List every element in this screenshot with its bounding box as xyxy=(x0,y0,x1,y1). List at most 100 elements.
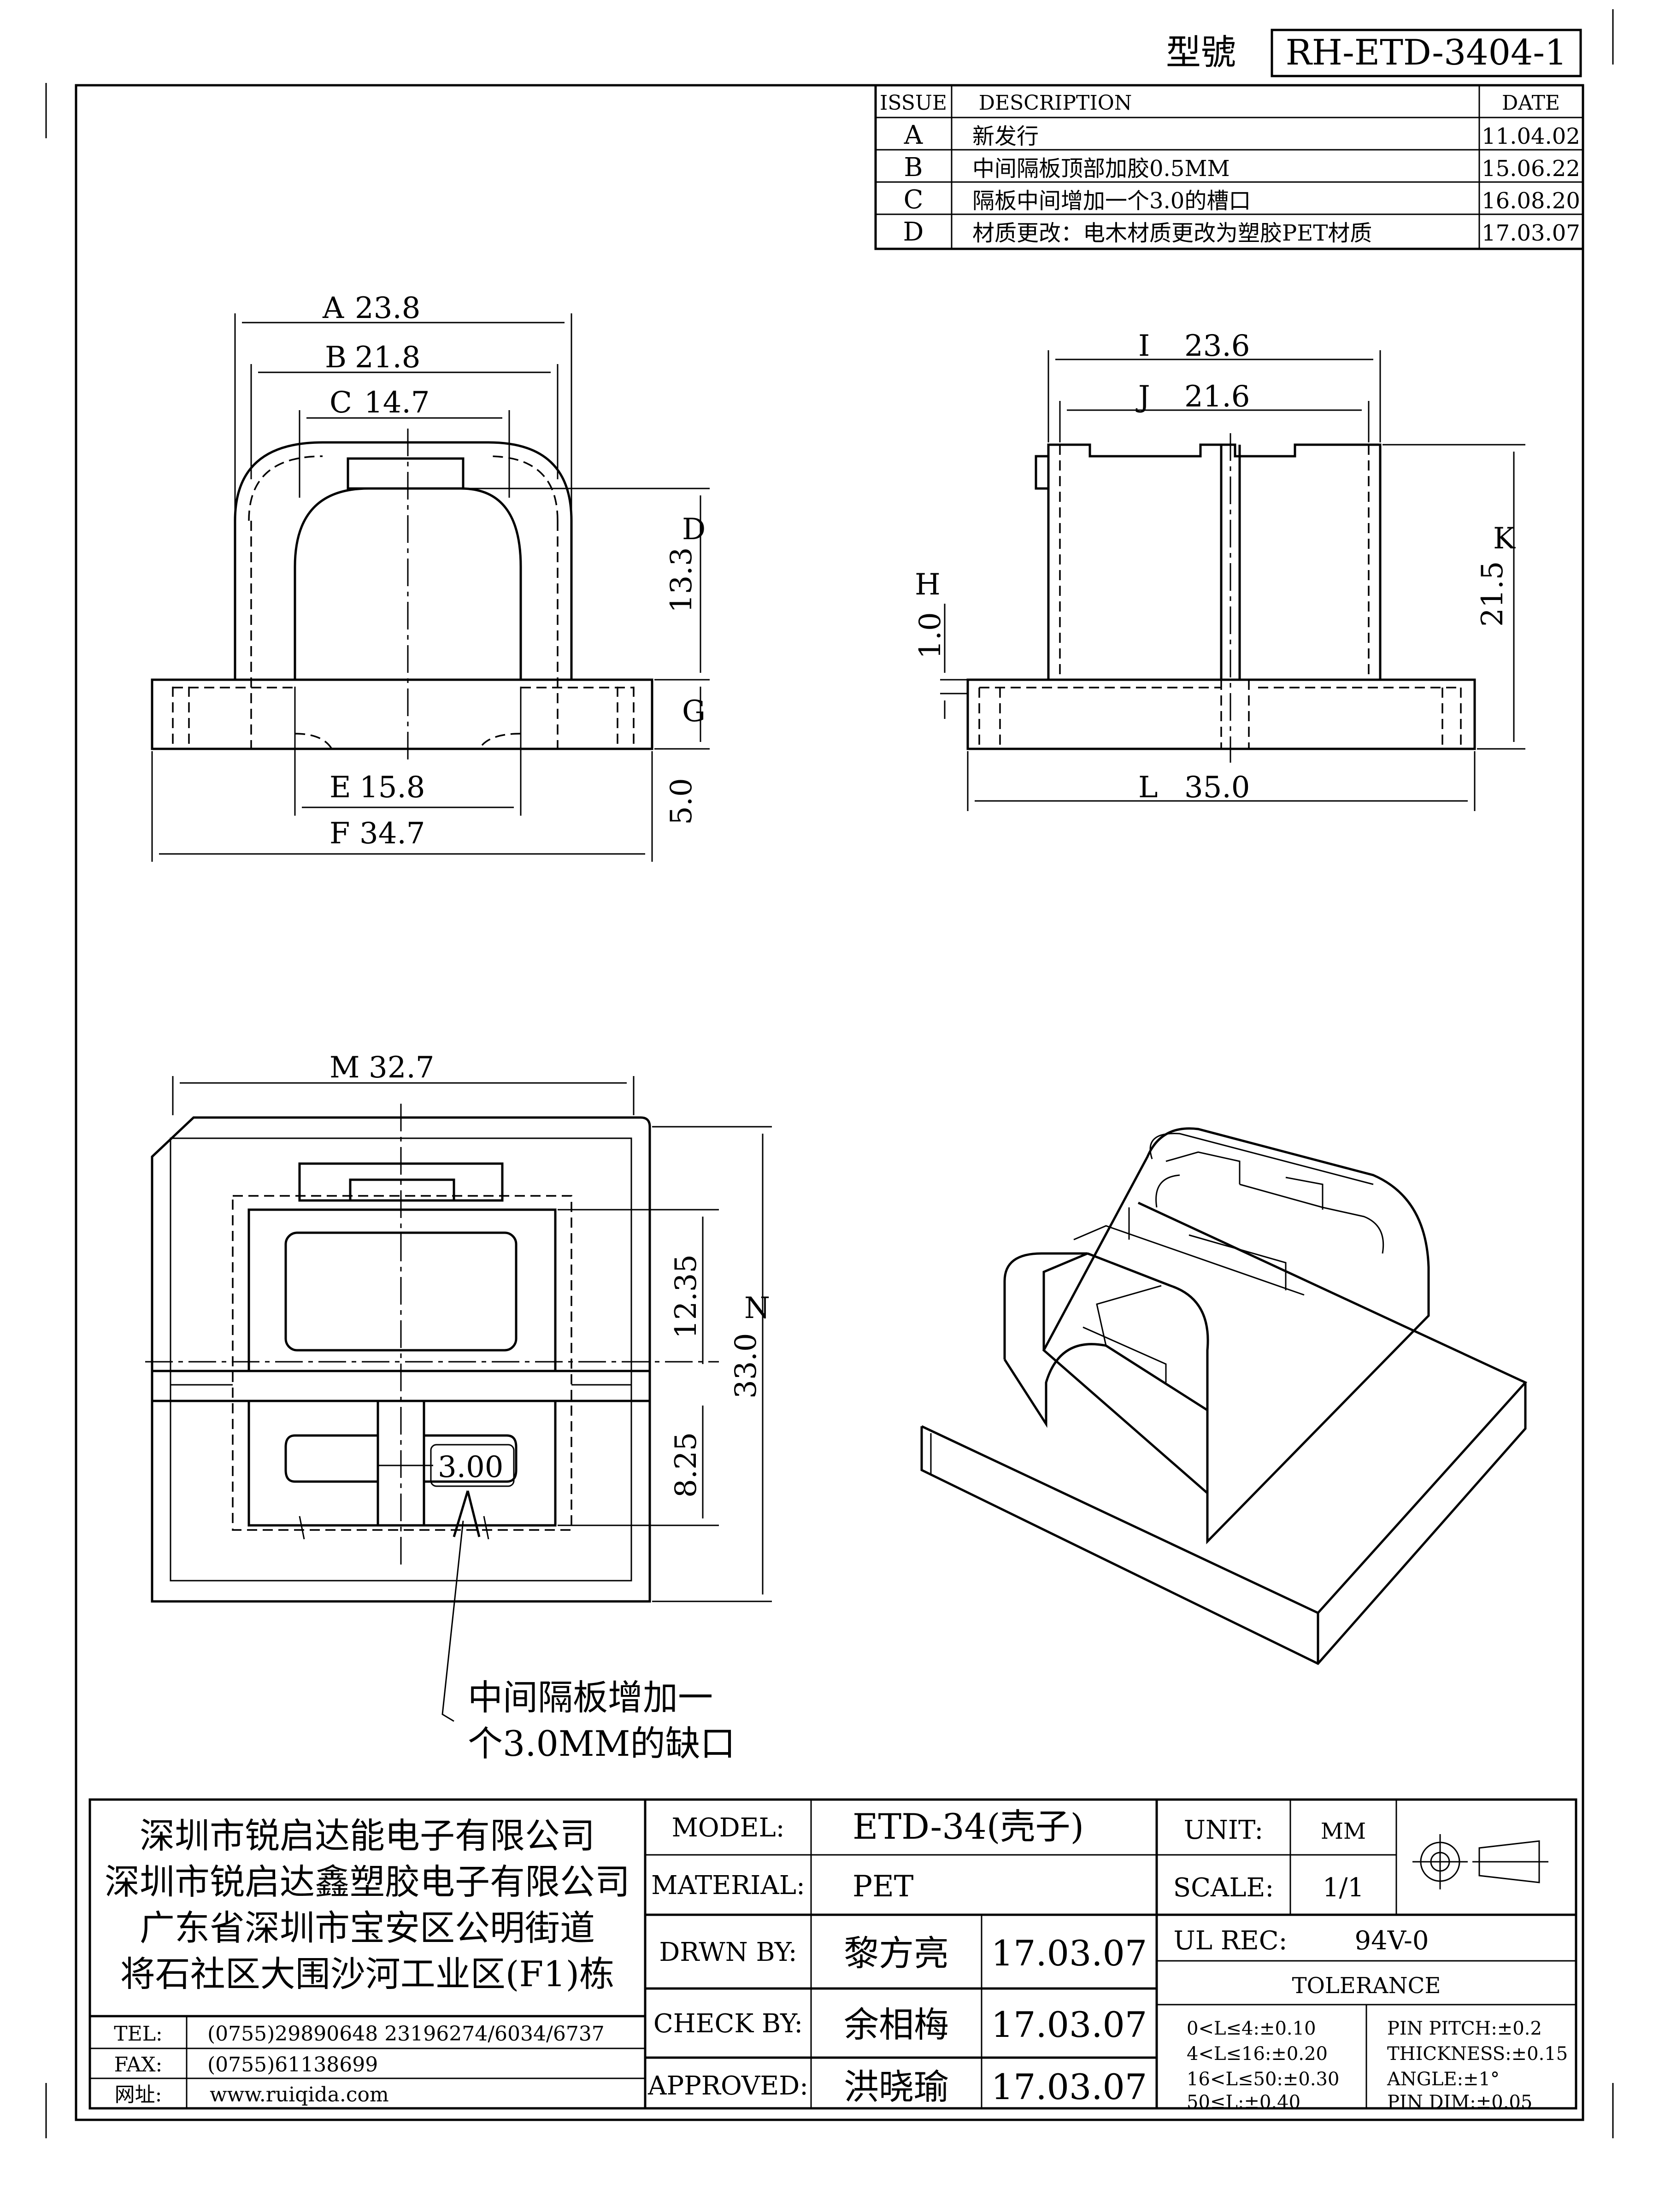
rev-description: 隔板中间增加一个3.0的槽口 xyxy=(972,188,1251,214)
title-block: 深圳市锐启达能电子有限公司 深圳市锐启达鑫塑胶电子有限公司 广东省深圳市宝安区公… xyxy=(88,1798,1577,2113)
dim-label-a: A xyxy=(322,291,344,325)
company-line-2: 深圳市锐启达鑫塑胶电子有限公司 xyxy=(105,1861,630,1902)
dim-m-value: 32.7 xyxy=(369,1051,435,1085)
model-label: MODEL: xyxy=(671,1813,784,1843)
unit-label: UNIT: xyxy=(1184,1815,1264,1845)
dim-k-value: 21.5 xyxy=(1476,561,1510,627)
dim-label-k: K xyxy=(1493,522,1516,556)
isometric-view xyxy=(920,1127,1528,1665)
unit-value: MM xyxy=(1321,1818,1366,1844)
drawn-date: 17.03.07 xyxy=(991,1933,1147,1974)
rev-description: 新发行 xyxy=(972,124,1039,149)
dim-label-i: I xyxy=(1138,329,1150,363)
dim-label-n: N xyxy=(744,1291,770,1325)
dim-i-value: 23.6 xyxy=(1184,329,1250,363)
slot-note: 中间隔板增加一 个3.0MM的缺口 xyxy=(468,1677,735,1764)
dim-h-value: 1.0 xyxy=(913,612,947,659)
company-line-3: 广东省深圳市宝安区公明街道 xyxy=(140,1907,595,1948)
model-number-label: 型號 xyxy=(1166,32,1236,73)
top-view: M 32.7 N 33.0 12.35 8.25 3.00 xyxy=(145,1051,772,1722)
tel-label: TEL: xyxy=(114,2022,163,2046)
tel-value: (0755)29890648 23196274/6034/6737 xyxy=(207,2022,605,2046)
tolerance-item: PIN PITCH:±0.2 xyxy=(1387,2018,1542,2039)
dim-label-j: J xyxy=(1135,380,1150,414)
ul-label: UL REC: xyxy=(1174,1926,1288,1956)
model-value: ETD-34(壳子) xyxy=(853,1806,1084,1847)
rev-issue: D xyxy=(903,217,924,247)
dim-label-g: G xyxy=(682,694,706,729)
sheet-corner-marks xyxy=(45,9,1614,2138)
company-line-4: 将石社区大围沙河工业区(F1)栋 xyxy=(120,1953,614,1994)
check-by: 余相梅 xyxy=(844,2004,949,2045)
dim-label-d: D xyxy=(682,512,706,547)
note-line-2: 个3.0MM的缺口 xyxy=(468,1723,735,1764)
dim-a-value: 23.8 xyxy=(355,291,421,325)
note-line-1: 中间隔板增加一 xyxy=(468,1677,713,1718)
check-label: CHECK BY: xyxy=(653,2009,803,2039)
rev-issue: C xyxy=(904,185,924,215)
dim-e-value: 15.8 xyxy=(359,771,425,805)
model-number: RH-ETD-3404-1 xyxy=(1286,32,1567,73)
dim-label-e: E xyxy=(329,771,351,805)
rev-description: 中间隔板顶部加胶0.5MM xyxy=(972,156,1230,182)
rev-header-date: DATE xyxy=(1502,91,1560,115)
tolerance-item: 0<L≤4:±0.10 xyxy=(1187,2018,1316,2039)
revision-table: ISSUE DESCRIPTION DATE A 新发行 11.04.02 B … xyxy=(874,84,1584,250)
dim-label-l: L xyxy=(1138,771,1158,805)
dim-label-f: F xyxy=(329,817,350,851)
approved-label: APPROVED: xyxy=(647,2071,808,2101)
dim-label-h: H xyxy=(915,568,941,602)
approved-by: 洪晓瑜 xyxy=(844,2066,949,2107)
material-value: PET xyxy=(853,1870,914,1904)
drawn-label: DRWN BY: xyxy=(659,1937,797,1967)
dim-label-b: B xyxy=(325,341,347,375)
drawing-border xyxy=(75,84,1584,2121)
model-number-box: 型號 RH-ETD-3404-1 xyxy=(1166,29,1582,77)
side-view: I 23.6 J 21.6 K 21.5 H 1.0 L 35.0 xyxy=(913,329,1525,811)
rev-header-description: DESCRIPTION xyxy=(979,91,1132,115)
scale-label: SCALE: xyxy=(1173,1873,1274,1903)
rev-issue: A xyxy=(904,120,923,150)
front-view: A 23.8 B 21.8 C 14.7 D 13.3 G 5.0 E 15.8… xyxy=(151,291,710,862)
approved-date: 17.03.07 xyxy=(991,2066,1147,2107)
dim-n-value: 33.0 xyxy=(729,1333,763,1399)
rev-header-issue: ISSUE xyxy=(880,91,947,115)
rev-date: 15.06.22 xyxy=(1482,156,1580,182)
tolerance-item: PIN DIM:±0.05 xyxy=(1387,2092,1532,2113)
rev-issue: B xyxy=(904,153,923,182)
drawn-by: 黎方亮 xyxy=(844,1933,949,1974)
ul-value: 94V-0 xyxy=(1354,1926,1429,1956)
tolerance-item: ANGLE:±1° xyxy=(1387,2069,1500,2090)
dim-upper-value: 12.35 xyxy=(669,1254,703,1339)
rev-date: 16.08.20 xyxy=(1482,188,1580,214)
projection-symbol-icon xyxy=(1412,1834,1548,1889)
tolerance-item: 16<L≤50:±0.30 xyxy=(1187,2069,1339,2090)
check-date: 17.03.07 xyxy=(991,2004,1147,2045)
tolerance-item: THICKNESS:±0.15 xyxy=(1387,2043,1568,2065)
dim-f-value: 34.7 xyxy=(359,817,425,851)
dim-g-value: 5.0 xyxy=(665,778,699,825)
web-value: www.ruiqida.com xyxy=(210,2083,389,2106)
dim-l-value: 35.0 xyxy=(1184,771,1250,805)
fax-label: FAX: xyxy=(114,2053,163,2077)
rev-date: 11.04.02 xyxy=(1482,124,1580,149)
scale-value: 1/1 xyxy=(1323,1873,1364,1903)
dim-b-value: 21.8 xyxy=(355,341,421,375)
dim-gap-value: 3.00 xyxy=(438,1450,504,1484)
web-label: 网址: xyxy=(115,2083,162,2106)
fax-value: (0755)61138699 xyxy=(207,2053,378,2077)
dim-label-c: C xyxy=(329,386,352,420)
dim-j-value: 21.6 xyxy=(1184,380,1250,414)
tolerance-item: 4<L≤16:±0.20 xyxy=(1187,2043,1328,2065)
material-label: MATERIAL: xyxy=(651,1871,805,1900)
dim-c-value: 14.7 xyxy=(364,386,430,420)
dim-d-value: 13.3 xyxy=(665,547,699,613)
tolerance-label: TOLERANCE xyxy=(1292,1973,1441,1999)
rev-date: 17.03.07 xyxy=(1482,220,1580,246)
dim-lower-value: 8.25 xyxy=(669,1432,703,1498)
company-line-1: 深圳市锐启达能电子有限公司 xyxy=(140,1815,595,1856)
dim-label-m: M xyxy=(329,1051,360,1085)
rev-description: 材质更改：电木材质更改为塑胶PET材质 xyxy=(972,220,1372,246)
tolerance-item: 50≤L:±0.40 xyxy=(1187,2092,1300,2113)
